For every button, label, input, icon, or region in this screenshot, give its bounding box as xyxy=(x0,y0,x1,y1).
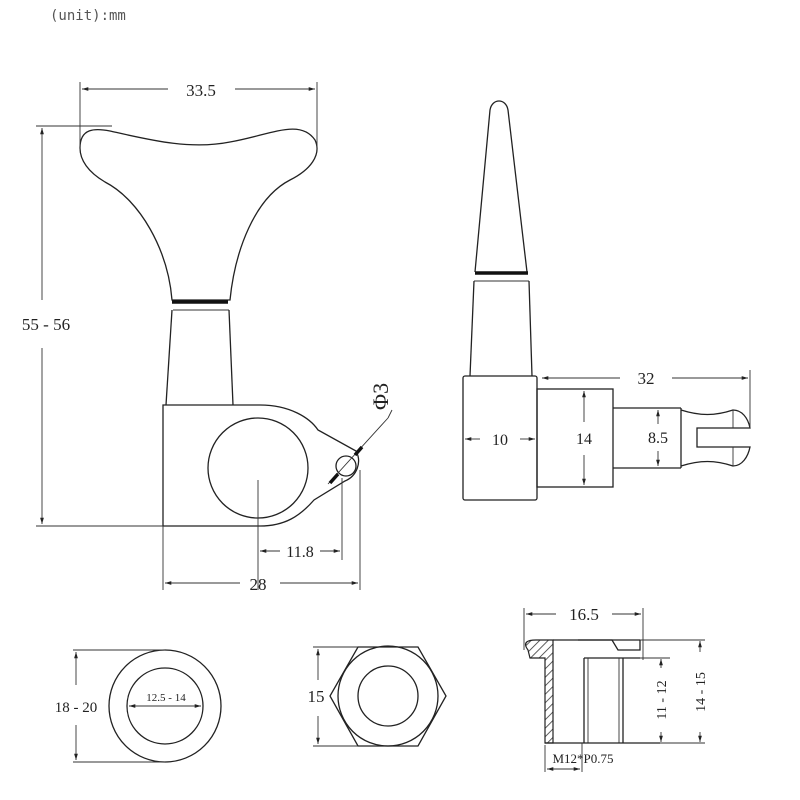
dim-hole-diameter: Φ3 xyxy=(327,383,393,485)
dim-bushing-total: 14 - 15 xyxy=(694,641,709,742)
dim-text-hole-offset: 11.8 xyxy=(286,544,313,561)
dim-bushing-inner: 11 - 12 xyxy=(655,659,670,742)
dim-body-height: 14 xyxy=(576,391,592,485)
dim-text-hex-nut: 15 xyxy=(308,687,325,706)
washer: 18 - 20 12.5 - 14 xyxy=(55,649,222,763)
dim-shaft-diameter: 8.5 xyxy=(648,410,668,466)
dim-text-bushing-thread: M12*P0.75 xyxy=(552,751,613,766)
dim-bushing-thread: M12*P0.75 xyxy=(544,745,614,772)
key-front-view xyxy=(79,128,360,590)
dim-text-bushing-total: 14 - 15 xyxy=(694,672,709,712)
key-side-view xyxy=(462,100,751,501)
dim-text-base-width: 28 xyxy=(250,575,267,594)
dim-text-hole-diameter: Φ3 xyxy=(368,383,393,410)
dim-key-height: 55 - 56 xyxy=(22,125,163,527)
dim-text-side-base: 10 xyxy=(492,432,508,449)
dim-text-side-length: 32 xyxy=(638,369,655,388)
hex-nut: 15 xyxy=(308,645,447,747)
bushing-section xyxy=(524,639,705,772)
dim-text-body-height: 14 xyxy=(576,431,592,448)
dim-text-key-width: 33.5 xyxy=(186,81,216,100)
unit-label: (unit):mm xyxy=(50,8,126,24)
dim-text-washer-inner: 12.5 - 14 xyxy=(146,692,186,704)
dim-text-bushing-flange: 16.5 xyxy=(569,605,599,624)
dim-side-base: 10 xyxy=(465,432,535,449)
dim-text-key-height: 55 - 56 xyxy=(22,315,70,334)
dim-bushing-flange: 16.5 xyxy=(523,605,644,660)
dim-base-width: 28 xyxy=(162,470,361,594)
dim-key-width: 33.5 xyxy=(79,81,318,150)
dim-text-washer-outer: 18 - 20 xyxy=(55,700,98,716)
dim-text-bushing-inner: 11 - 12 xyxy=(655,680,670,719)
dim-text-shaft-diameter: 8.5 xyxy=(648,430,668,447)
dim-hole-offset: 11.8 xyxy=(260,478,343,561)
dim-side-length: 32 xyxy=(542,369,751,428)
